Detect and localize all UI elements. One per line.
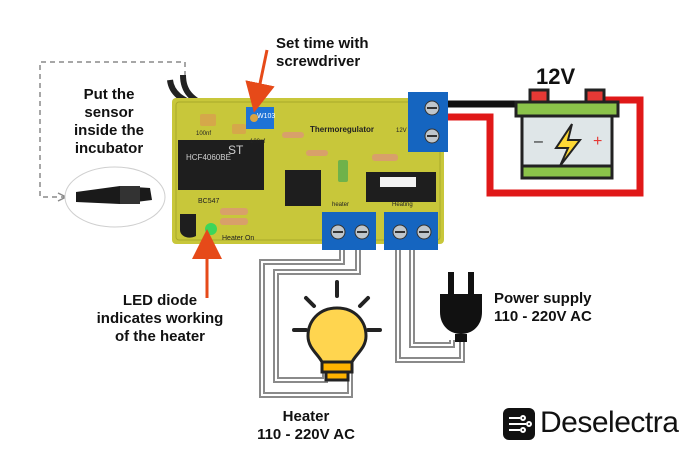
- led-label: LED diode indicates working of the heate…: [96, 292, 224, 345]
- sensor-label: Put the sensor inside the incubator: [73, 86, 144, 157]
- set-time-label: Set time with screwdriver: [276, 35, 369, 70]
- svg-text:–: –: [534, 133, 543, 150]
- ic-chip: [178, 140, 264, 190]
- heater-led: [205, 223, 217, 235]
- chip-text: HCF4060BE: [186, 153, 231, 162]
- power-plug-icon: [440, 272, 482, 342]
- power-supply-label: Power supply 110 - 220V AC: [494, 290, 592, 325]
- pcb-board: HCF4060BE ST W103 100nf 100nf BC547 Heat…: [172, 98, 444, 244]
- temperature-probe-icon: [64, 166, 166, 228]
- brand-name: Deselectra: [540, 406, 679, 439]
- lightning-icon: [554, 123, 583, 167]
- svg-text:100nf: 100nf: [196, 131, 211, 137]
- battery-icon: – +: [514, 88, 620, 180]
- terminal-heater: [322, 212, 376, 250]
- svg-text:W103: W103: [257, 113, 275, 120]
- svg-text:+: +: [593, 133, 602, 150]
- svg-text:ST: ST: [228, 143, 244, 157]
- battery-voltage-label: 12V: [536, 64, 576, 89]
- svg-text:Heater On: Heater On: [222, 235, 254, 242]
- svg-text:Thermoregulator: Thermoregulator: [310, 125, 374, 134]
- wire-positive: [440, 96, 644, 197]
- transistor: [180, 214, 196, 238]
- svg-text:heater: heater: [332, 202, 349, 208]
- light-bulb-icon: [292, 280, 382, 382]
- arrow-set-time: [245, 49, 275, 113]
- svg-text:100nf: 100nf: [250, 139, 265, 145]
- terminal-power: [384, 212, 438, 250]
- svg-text:12V: 12V: [396, 128, 407, 134]
- brand-logo-icon: [503, 408, 535, 440]
- terminal-12v: [408, 92, 448, 152]
- heater-label: Heater 110 - 220V AC: [257, 408, 355, 443]
- svg-text:Heating: Heating: [392, 202, 413, 208]
- svg-text:BC547: BC547: [198, 198, 220, 205]
